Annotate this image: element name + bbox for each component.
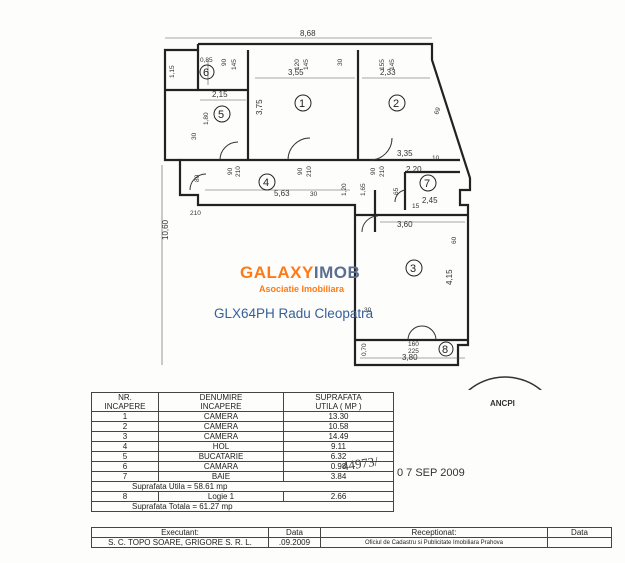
dim-r3-30: 30 (364, 307, 372, 314)
usable-total-row: Suprafata Utila = 58.61 mp (91, 481, 394, 492)
dim-r1-b: 145 (303, 59, 310, 70)
dim-door-210-a: 210 (235, 166, 242, 177)
watermark-agent: GLX64PH Radu Cleopatra (214, 306, 374, 321)
dim-r7-b: 15 (412, 203, 420, 210)
seal-center-text: ANCPI (490, 399, 515, 408)
data-label: Data (268, 527, 321, 538)
dim-r5-w: 2,15 (212, 90, 228, 99)
dim-hall-w: 5,63 (274, 189, 290, 198)
room-7-label: 7 (424, 178, 430, 190)
executant-label: Executant: (91, 527, 269, 538)
watermark-brand-accent: IMOB (313, 263, 361, 282)
dim-r1-h: 3,75 (255, 99, 264, 115)
dim-door-90-b: 90 (297, 167, 304, 175)
rooms-table: NR. INCAPERE DENUMIRE INCAPERE SUPRAFATA… (91, 392, 394, 512)
dim-r2-w: 2,33 (380, 68, 396, 77)
dim-r6-b: 145 (231, 59, 238, 70)
dim-r7-h: 2,45 (422, 196, 438, 205)
door-balcony (407, 325, 437, 341)
grand-total: Suprafata Totala = 61.27 mp (91, 501, 394, 512)
dim-r2-h: 69 (433, 106, 442, 116)
dim-left-80: 80 (194, 174, 201, 182)
dim-r8-w: 3,80 (402, 353, 418, 362)
door-r5 (219, 141, 239, 161)
data-label-2: Data (547, 527, 612, 538)
door-r2 (369, 137, 393, 161)
receiving-office: Oficiul de Cadastru si Publicitate Imobi… (320, 537, 548, 548)
header-nr: NR. INCAPERE (91, 392, 159, 412)
dim-r5-h: 1,80 (203, 112, 210, 125)
dim-r5-c: 30 (191, 132, 198, 140)
stamp-date: 0 7 SEP 2009 (397, 467, 465, 479)
signature-table: Executant: Data Receptionat: Data S. C. … (91, 527, 612, 548)
door-r1 (287, 137, 311, 161)
room-4-label: 4 (263, 177, 269, 189)
dim-r8-b: 225 (408, 348, 419, 355)
dim-r6-a: 90 (221, 58, 228, 66)
dim-hall-165: 1,65 (360, 183, 367, 196)
watermark-brand-main: GALAXY (240, 263, 314, 282)
usable-total: Suprafata Utila = 58.61 mp (91, 481, 394, 492)
dim-door-90-c: 90 (370, 167, 377, 175)
room-8-label: 8 (442, 344, 448, 356)
watermark-subtitle: Asociatie Imobiliara (259, 284, 345, 294)
receptionat-label: Receptionat: (320, 527, 548, 538)
room-5-label: 5 (218, 109, 224, 121)
dim-left-210: 210 (190, 210, 201, 217)
executant-company: S. C. TOPO SOARE, GRIGORE S. R. L. (91, 537, 269, 548)
dim-r8-h: 0,70 (361, 343, 368, 356)
door-r3 (361, 215, 379, 233)
dim-r3-w: 3,60 (397, 220, 413, 229)
dim-overall-width: 8,68 (300, 29, 316, 38)
room-6-label: 6 (203, 67, 209, 79)
dim-r2-a: 155 (379, 59, 386, 70)
dim-door-210-b: 210 (306, 166, 313, 177)
outer-wall (163, 42, 472, 367)
dim-r3-60: 60 (451, 236, 458, 244)
dim-hall-120: 1,20 (341, 183, 348, 196)
door-entry (189, 173, 207, 191)
total-row: Suprafata Totala = 61.27 mp (91, 501, 394, 512)
dim-r6-w: 0,85 (200, 57, 213, 64)
floor-plan: 8,68 10,60 0,85 1,15 90 145 120 145 30 3… (161, 29, 543, 390)
dim-r3-h: 4,15 (445, 269, 454, 285)
room-1-label: 1 (299, 98, 305, 110)
dim-door-210-c: 210 (379, 166, 386, 177)
dim-r6-h: 1,15 (169, 65, 176, 78)
header-area: SUPRAFATA UTILA ( MP ) (283, 392, 394, 412)
dim-r2-bottom: 3,35 (397, 149, 413, 158)
executant-date: .09.2009 (268, 537, 321, 548)
dim-overall-height: 10,60 (161, 219, 170, 240)
watermark-brand: GALAXYIMOB (240, 263, 360, 283)
dim-r1-a: 120 (294, 59, 301, 70)
dim-r2-b: 145 (389, 59, 396, 70)
header-name: DENUMIRE INCAPERE (158, 392, 284, 412)
dim-door-90-a: 90 (227, 167, 234, 175)
dim-r1-w: 3,55 (288, 68, 304, 77)
dim-r8-a: 160 (408, 341, 419, 348)
dim-r1-c: 30 (337, 58, 344, 66)
room-2-label: 2 (393, 98, 399, 110)
cadastral-seal (467, 376, 543, 390)
dim-r7-a: 65 (393, 187, 400, 195)
dim-hall-30: 30 (310, 191, 318, 198)
door-r7 (394, 189, 406, 203)
dim-r2-10: 10 (432, 155, 440, 162)
room-3-label: 3 (410, 263, 416, 275)
dim-r7-w: 2,20 (406, 165, 422, 174)
